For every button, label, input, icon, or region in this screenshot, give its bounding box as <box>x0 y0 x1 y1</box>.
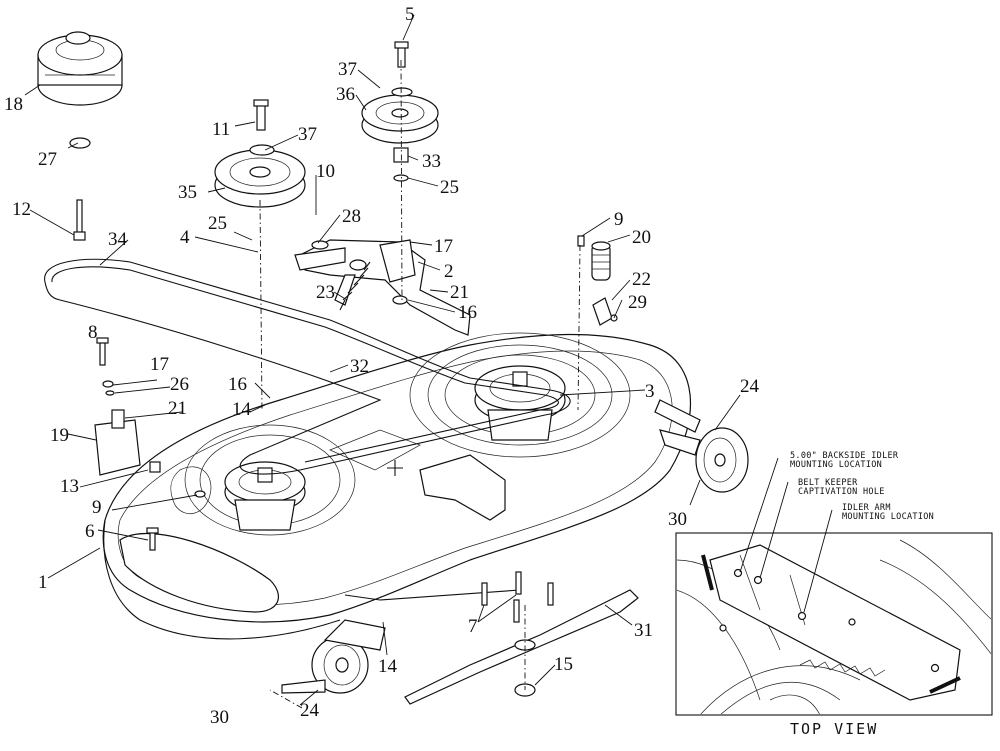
callout-25-left: 25 <box>208 213 227 234</box>
callout-12: 12 <box>12 199 31 220</box>
callout-numbers: 18 27 11 37 35 12 34 25 4 10 28 5 37 36 … <box>4 4 760 728</box>
note-idler-location-line1: 5.00" BACKSIDE IDLER <box>790 451 899 461</box>
callout-24-front: 24 <box>300 700 320 721</box>
note-belt-keeper-line1: BELT KEEPER <box>798 478 858 488</box>
callout-27: 27 <box>38 149 57 170</box>
callout-25-right: 25 <box>440 177 459 198</box>
callout-9-right: 9 <box>614 209 624 230</box>
callout-31: 31 <box>634 620 653 641</box>
callout-18: 18 <box>4 94 23 115</box>
left-spindle-pulley <box>224 461 306 531</box>
note-idler-arm-line2: MOUNTING LOCATION <box>842 512 934 522</box>
note-idler-location-line2: MOUNTING LOCATION <box>790 460 882 470</box>
mower-blade <box>404 589 639 705</box>
callout-11: 11 <box>212 119 230 140</box>
top-view-inset: 5.00" BACKSIDE IDLER MOUNTING LOCATION B… <box>675 451 993 738</box>
callout-17-left: 17 <box>150 354 169 375</box>
gauge-wheel-rear <box>659 427 749 493</box>
callout-35: 35 <box>178 182 197 203</box>
electric-clutch <box>37 31 123 106</box>
callout-10: 10 <box>316 161 335 182</box>
callout-14-front: 14 <box>378 656 398 677</box>
bolt-9-right <box>577 235 585 247</box>
callout-37-right: 37 <box>338 59 357 80</box>
callout-16-left: 16 <box>228 374 247 395</box>
assembly-center-lines <box>259 59 581 709</box>
washer-16 <box>392 295 408 305</box>
callout-28: 28 <box>342 206 361 227</box>
callout-30-rear: 30 <box>668 509 687 530</box>
callout-13: 13 <box>60 476 79 497</box>
callout-1: 1 <box>38 572 48 593</box>
gauge-wheel-front <box>281 619 386 694</box>
bolt-12 <box>73 199 86 241</box>
callout-34: 34 <box>108 229 128 250</box>
callout-16-right: 16 <box>458 302 477 323</box>
note-belt-keeper-line2: CAPTIVATION HOLE <box>798 487 885 497</box>
callout-leaders <box>24 14 741 706</box>
callout-7: 7 <box>468 616 478 637</box>
callout-23: 23 <box>316 282 335 303</box>
callout-8: 8 <box>88 322 98 343</box>
callout-5: 5 <box>405 4 415 25</box>
callout-24-rear: 24 <box>740 376 760 397</box>
callout-15: 15 <box>554 654 573 675</box>
cable-adjuster-20 <box>591 241 611 281</box>
callout-3: 3 <box>645 381 655 402</box>
callout-37-left: 37 <box>298 124 317 145</box>
callout-32: 32 <box>350 356 369 377</box>
idler-bracket-assembly <box>294 239 471 336</box>
callout-6: 6 <box>85 521 95 542</box>
callout-19: 19 <box>50 425 69 446</box>
mower-deck-shell <box>102 332 701 640</box>
callout-26: 26 <box>170 374 189 395</box>
callout-14-left: 14 <box>232 399 252 420</box>
callout-20: 20 <box>632 227 651 248</box>
nut-17 <box>102 380 114 388</box>
callout-17-right: 17 <box>434 236 453 257</box>
nut-9-left <box>194 490 206 498</box>
idler-pulley-36 <box>361 41 439 182</box>
bolt-6 <box>146 527 159 551</box>
callout-29: 29 <box>628 292 647 313</box>
bolts-7 <box>481 571 554 623</box>
idler-pulley-35 <box>214 99 306 208</box>
bolt-8 <box>96 337 109 366</box>
callout-30-front: 30 <box>210 707 229 728</box>
callout-33: 33 <box>422 151 441 172</box>
inset-caption: TOP VIEW <box>790 720 878 738</box>
callout-21-left: 21 <box>168 398 187 419</box>
drive-belt <box>44 258 571 475</box>
note-idler-arm-line1: IDLER ARM <box>842 503 891 513</box>
callout-9-left: 9 <box>92 497 102 518</box>
callout-4: 4 <box>180 227 190 248</box>
washer-26 <box>105 390 115 396</box>
callout-2: 2 <box>444 261 454 282</box>
washer-27 <box>69 137 91 149</box>
callout-21-right: 21 <box>450 282 469 303</box>
bracket-19 <box>94 409 141 476</box>
callout-22: 22 <box>632 269 651 290</box>
nut-13 <box>149 461 161 473</box>
bracket-22 <box>592 297 618 326</box>
callout-36: 36 <box>336 84 355 105</box>
